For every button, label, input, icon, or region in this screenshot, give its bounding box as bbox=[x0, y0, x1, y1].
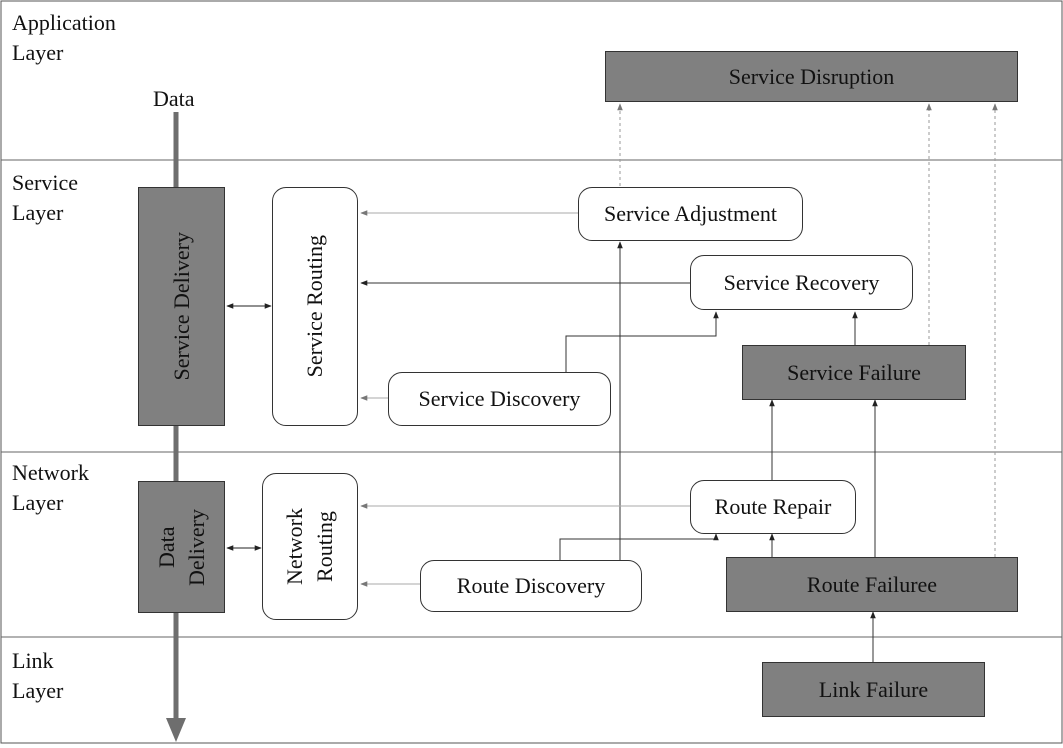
data-delivery-label: Data Delivery bbox=[152, 509, 212, 586]
service-discovery-box: Service Discovery bbox=[388, 372, 611, 426]
route-repair-label: Route Repair bbox=[714, 494, 832, 519]
service-failure-label: Service Failure bbox=[787, 359, 921, 385]
route-discovery-to-repair-arrow bbox=[559, 533, 719, 560]
service-adjustment-label: Service Adjustment bbox=[604, 201, 777, 226]
data-delivery-label-line2: Delivery bbox=[183, 508, 209, 586]
discovery-to-recovery-arrow bbox=[565, 311, 719, 372]
service-disruption-box: Service Disruption bbox=[605, 51, 1018, 102]
service-recovery-label: Service Recovery bbox=[723, 269, 880, 295]
service-recovery-box: Service Recovery bbox=[690, 255, 913, 310]
service-adjustment-box: Service Adjustment bbox=[578, 187, 803, 241]
route-repair-box: Route Repair bbox=[690, 480, 856, 534]
service-disruption-label: Service Disruption bbox=[728, 63, 895, 89]
layer-label-application: Application Layer bbox=[12, 10, 116, 65]
data-delivery-label-line1: Data bbox=[153, 526, 179, 568]
network-routing-label-line2: Routing bbox=[312, 511, 337, 582]
route-failure-label: Route Failuree bbox=[806, 571, 938, 597]
link-failure-label: Link Failure bbox=[818, 676, 929, 702]
service-delivery-label: Service Delivery bbox=[168, 232, 194, 381]
layer-label-service: Service Layer bbox=[12, 170, 78, 225]
data-flow-label: Data bbox=[153, 86, 195, 111]
network-routing-label: Network Routing bbox=[280, 508, 340, 585]
service-routing-label: Service Routing bbox=[302, 235, 327, 378]
service-routing-box: Service Routing bbox=[272, 187, 358, 426]
data-flow-arrowhead bbox=[166, 718, 186, 742]
data-delivery-box: Data Delivery bbox=[138, 481, 225, 613]
layer-label-network: Network Layer bbox=[12, 460, 89, 515]
network-routing-box: Network Routing bbox=[262, 473, 358, 620]
route-discovery-box: Route Discovery bbox=[420, 560, 642, 612]
service-discovery-label: Service Discovery bbox=[418, 386, 581, 411]
route-failure-box: Route Failuree bbox=[726, 557, 1018, 612]
link-failure-box: Link Failure bbox=[762, 662, 985, 717]
network-routing-label-line1: Network bbox=[282, 508, 307, 585]
service-failure-box: Service Failure bbox=[742, 345, 966, 400]
layer-label-link: Link Layer bbox=[12, 648, 64, 703]
route-discovery-label: Route Discovery bbox=[456, 573, 606, 598]
service-delivery-box: Service Delivery bbox=[138, 187, 225, 426]
